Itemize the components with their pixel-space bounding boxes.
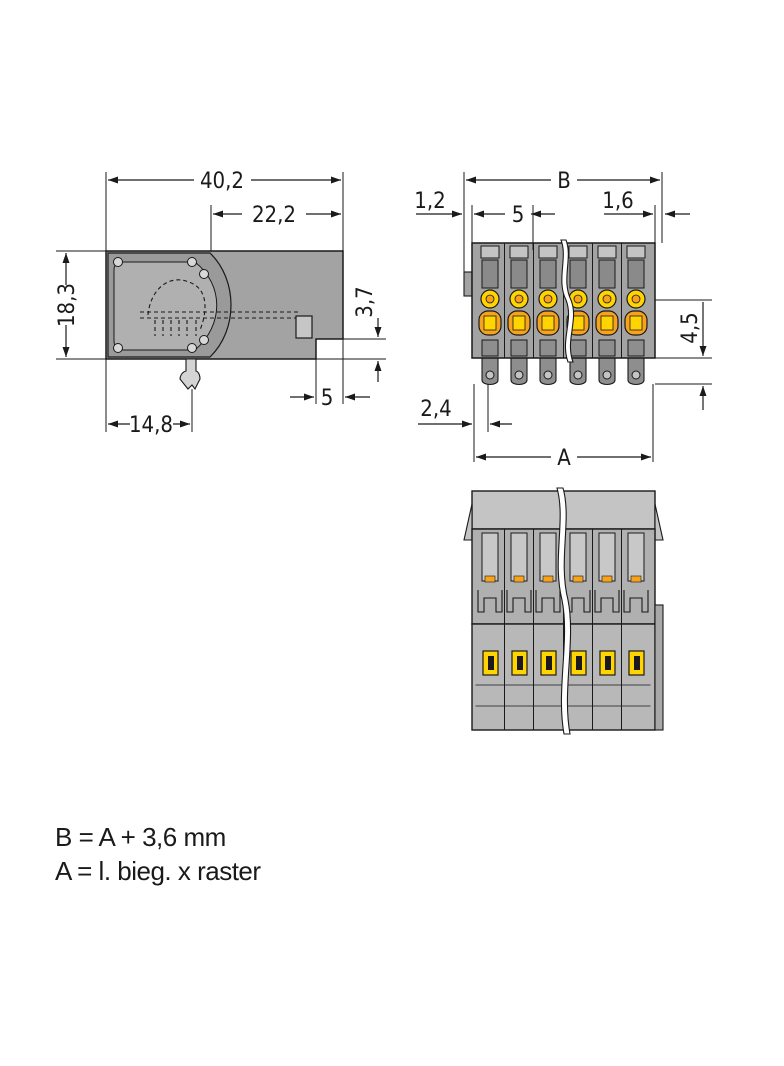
- contact-slot: [539, 532, 557, 582]
- hole-icon: [199, 269, 209, 279]
- formula-a: A = l. bieg. x raster: [55, 856, 261, 886]
- pin-socket: [481, 339, 499, 357]
- pin-socket: [510, 339, 528, 357]
- side-view: 40,2 22,2 18,3 3,7 14,8 5: [55, 169, 386, 438]
- pin-row: [481, 357, 645, 386]
- entry-channel: [569, 259, 587, 289]
- top-latch-right: [654, 503, 664, 541]
- dim-side-right-part: 22,2: [252, 203, 296, 228]
- release-slot: [480, 245, 500, 259]
- pin-hole-icon: [485, 370, 495, 380]
- pin-hole-icon: [602, 370, 612, 380]
- contact-marker: [630, 575, 642, 583]
- contact-marker: [572, 575, 584, 583]
- dim-front-left-offset: 1,2: [414, 189, 445, 214]
- wire-entry-core: [483, 315, 497, 331]
- contact-spring: [506, 590, 532, 613]
- top-break: [556, 487, 572, 735]
- front-view: B 1,2 5 1,6 4,5 2,4 A: [414, 169, 712, 471]
- pin-socket: [598, 339, 616, 357]
- release-button-center: [514, 294, 524, 304]
- lock-window-inner: [546, 656, 552, 670]
- contact-marker: [484, 575, 496, 583]
- dim-front-pitch: 5: [512, 203, 525, 228]
- pin-socket: [539, 339, 557, 357]
- release-button-center: [631, 294, 641, 304]
- contact-marker: [513, 575, 525, 583]
- wire-entry-core: [541, 315, 555, 331]
- dim-side-bottom-pitch: 5: [321, 386, 334, 411]
- lock-window-inner: [488, 656, 494, 670]
- wire-entry-core: [512, 315, 526, 331]
- contact-spring: [594, 590, 620, 613]
- dim-front-total: B: [557, 169, 571, 194]
- entry-channel: [510, 259, 528, 289]
- wire-entry-core: [600, 315, 614, 331]
- dim-front-right-offset: 1,6: [602, 189, 633, 214]
- top-view: [463, 487, 664, 735]
- release-slot: [626, 245, 646, 259]
- dim-side-step: 3,7: [353, 286, 378, 317]
- pin-hole-icon: [543, 370, 553, 380]
- entry-channel: [481, 259, 499, 289]
- lock-window-inner: [634, 656, 640, 670]
- dim-front-height: 4,5: [678, 312, 703, 343]
- release-button-center: [543, 294, 553, 304]
- pin-hole-icon: [514, 370, 524, 380]
- release-button-center: [573, 294, 583, 304]
- release-slot: [597, 245, 617, 259]
- contact-slot: [569, 532, 587, 582]
- formula-b: B = A + 3,6 mm: [55, 822, 226, 852]
- contact-slot: [598, 532, 616, 582]
- top-columns: [475, 529, 651, 730]
- pin-socket: [627, 339, 645, 357]
- contact-marker: [542, 575, 554, 583]
- hole-icon: [187, 343, 197, 353]
- release-slot: [509, 245, 529, 259]
- entry-channel: [598, 259, 616, 289]
- entry-channel: [627, 259, 645, 289]
- contact-slot: [481, 532, 499, 582]
- contact-slot: [627, 532, 645, 582]
- entry-channel: [539, 259, 557, 289]
- pin-hole-icon: [631, 370, 641, 380]
- front-break: [560, 239, 575, 363]
- contact-spring: [535, 590, 561, 613]
- top-lower-ridge: [654, 604, 664, 731]
- contact-marker: [601, 575, 613, 583]
- lock-window-inner: [605, 656, 611, 670]
- fixing-clip-icon: [179, 358, 201, 391]
- lock-window-inner: [517, 656, 523, 670]
- release-button-center: [485, 294, 495, 304]
- lock-window-inner: [576, 656, 582, 670]
- pin-hole-icon: [573, 370, 583, 380]
- hole-icon: [113, 343, 123, 353]
- hole-icon: [187, 257, 197, 267]
- dim-side-latch-offset: 14,8: [129, 413, 173, 438]
- pin-socket: [569, 339, 587, 357]
- latch-window: [295, 315, 313, 339]
- release-slot: [538, 245, 558, 259]
- contact-spring: [477, 590, 503, 613]
- hole-icon: [113, 257, 123, 267]
- top-latch-left: [463, 503, 473, 541]
- clamp-spring-hidden: [140, 279, 300, 336]
- dim-front-pin-offset: 2,4: [420, 397, 451, 422]
- dim-side-height: 18,3: [55, 283, 80, 327]
- hole-icon: [199, 335, 209, 345]
- dim-front-pin-span: A: [557, 446, 571, 471]
- release-slot: [568, 245, 588, 259]
- wire-entry-core: [629, 315, 643, 331]
- front-side-latch: [463, 271, 473, 297]
- contact-slot: [510, 532, 528, 582]
- release-button-center: [602, 294, 612, 304]
- dim-side-width: 40,2: [200, 169, 244, 194]
- contact-spring: [623, 590, 649, 613]
